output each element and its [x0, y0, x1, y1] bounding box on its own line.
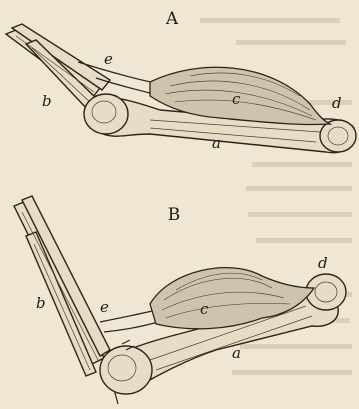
figure-a-label-b: b [42, 92, 52, 110]
figure-a-label-a: a [212, 134, 221, 152]
figure-b-label-b: b [36, 294, 46, 312]
figure-b-label-c: c [200, 300, 209, 318]
figure-a-label-e: e [104, 50, 113, 68]
figure-a-label-c: c [232, 90, 241, 108]
figure-b-label-d: d [318, 254, 328, 272]
figure-b-label-a: a [232, 344, 241, 362]
figure-b-label-e: e [100, 298, 109, 316]
figure-a: A [6, 9, 356, 153]
figure-a-title: A [165, 9, 179, 29]
figure-b-title: B [168, 205, 181, 225]
figure-a-label-d: d [332, 94, 342, 112]
